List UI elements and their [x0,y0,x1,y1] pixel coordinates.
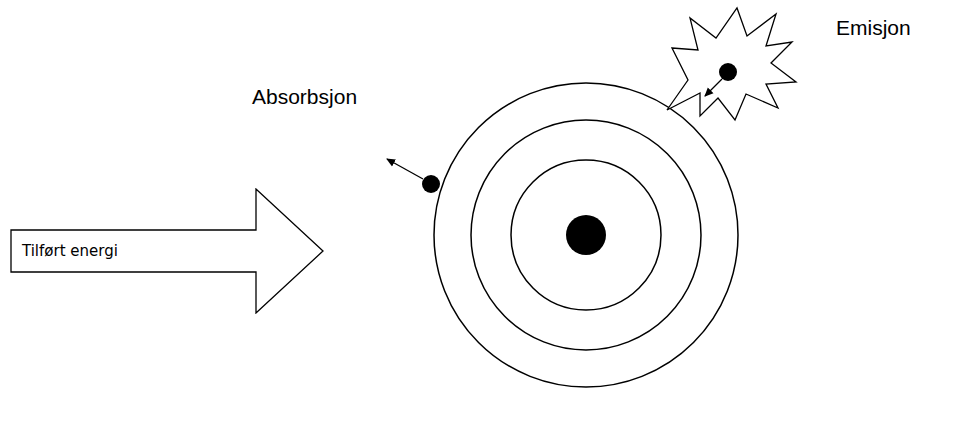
arrow-text: Tilført energi [22,242,118,260]
process-label: Emisjon [836,15,911,40]
process-label: Absorbsjon [252,84,357,109]
inner-shell [511,160,661,310]
arrow-shape [11,189,323,313]
electron [422,175,440,193]
outer-shell [434,83,738,387]
absorption-arrow [387,159,423,179]
emission-burst [667,8,796,120]
emission-arrow [705,79,722,96]
middle-shell [471,120,701,350]
electron [719,63,737,81]
energy-arrow: Tilført energi [10,188,324,314]
nucleus [566,215,606,255]
